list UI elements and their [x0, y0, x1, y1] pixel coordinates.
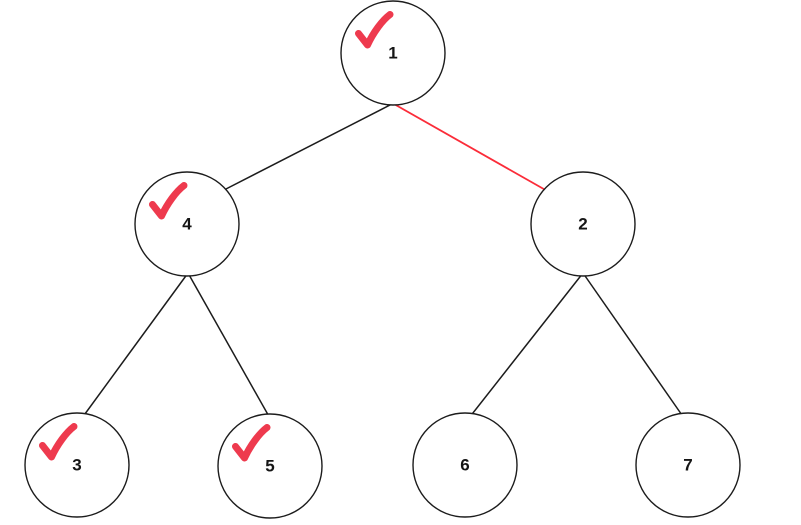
checkmark-icon	[355, 11, 394, 49]
tree-node-2: 2	[530, 171, 636, 277]
tree-edge-2-6	[468, 272, 584, 419]
tree-node-7: 7	[635, 412, 741, 518]
tree-edge-2-7	[582, 272, 685, 419]
node-circle-1	[340, 0, 446, 106]
tree-edge-1-2	[393, 103, 550, 193]
tree-edge-4-5	[187, 272, 272, 421]
node-circle-4	[134, 171, 240, 277]
node-label-3: 3	[72, 456, 81, 475]
node-label-7: 7	[683, 456, 692, 475]
node-circle-2	[530, 171, 636, 277]
node-circle-3	[24, 412, 130, 518]
tree-node-4: 4	[134, 171, 240, 277]
tree-node-3: 3	[24, 412, 130, 518]
node-circle-6	[412, 412, 518, 518]
node-circle-5	[217, 413, 323, 519]
node-label-5: 5	[265, 457, 274, 476]
node-label-6: 6	[460, 456, 469, 475]
checkmark-icon	[232, 424, 271, 462]
node-label-4: 4	[182, 215, 192, 234]
node-label-1: 1	[388, 44, 397, 63]
node-circle-7	[635, 412, 741, 518]
tree-node-1: 1	[340, 0, 446, 106]
tree-edge-1-4	[223, 103, 393, 191]
tree-node-5: 5	[217, 413, 323, 519]
tree-edge-4-3	[81, 272, 189, 419]
node-label-2: 2	[578, 215, 587, 234]
checkmark-icon	[149, 182, 188, 220]
tree-node-6: 6	[412, 412, 518, 518]
checkmark-icon	[39, 423, 78, 461]
